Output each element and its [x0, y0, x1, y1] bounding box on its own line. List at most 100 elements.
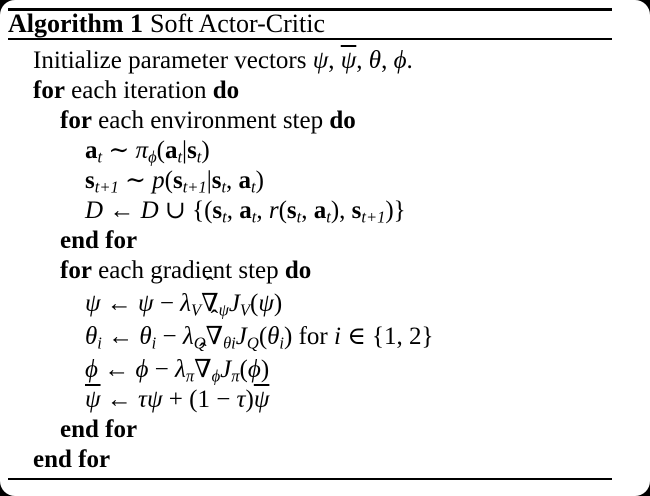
- subscript: t: [296, 207, 302, 227]
- keyword: end for: [33, 446, 111, 473]
- algo-line: for each iteration do: [8, 76, 642, 106]
- math-symbol: τ: [236, 386, 246, 413]
- text-run: ,: [301, 197, 314, 224]
- text-run: ∪ {(: [158, 197, 213, 224]
- subscript: t: [251, 207, 257, 227]
- algo-line: ψ ← τψ + (1 − τ)ψ: [8, 385, 642, 415]
- text-run: ): [255, 167, 264, 194]
- subscript: t: [222, 207, 227, 227]
- subscript: π: [231, 366, 240, 386]
- math-symbol: θ: [267, 323, 280, 350]
- text-run: each environment step: [91, 107, 330, 134]
- text-run: (: [250, 290, 259, 317]
- math-symbol: θ: [139, 323, 152, 350]
- math-symbol: a: [313, 197, 327, 224]
- subscript: t+1: [94, 177, 119, 197]
- math-symbol: λ: [182, 323, 194, 350]
- math-symbol: π: [135, 137, 149, 164]
- subscript: Q: [193, 333, 206, 353]
- text-run: + (1 −: [162, 386, 237, 413]
- math-symbol: s: [187, 137, 197, 164]
- text-run: ,: [381, 47, 394, 74]
- algo-line: st+1 ∼ p(st+1|st, at): [8, 166, 642, 197]
- nabla-hat: ˆ∇: [201, 274, 219, 322]
- text-run: ,: [356, 47, 369, 74]
- text-run: ←: [101, 323, 140, 350]
- math-symbol: a: [85, 137, 98, 164]
- subscript: ψ: [218, 300, 229, 320]
- text-run: ): [245, 386, 254, 413]
- math-symbol: ψ: [85, 386, 101, 413]
- text-run: ←: [100, 386, 139, 413]
- text-run: ,: [226, 167, 239, 194]
- bottom-rule: [8, 478, 612, 480]
- subscript: t: [177, 147, 183, 167]
- text-run: ) for: [284, 323, 334, 350]
- algo-line: at ∼ πϕ(at|st): [8, 136, 642, 167]
- nabla-hat: ˆ∇: [206, 307, 223, 355]
- math-symbol: λ: [180, 290, 191, 317]
- text-run: Initialize parameter vectors: [33, 47, 313, 74]
- hat-accent: ˆ: [210, 305, 219, 331]
- subscript: Q: [246, 333, 259, 353]
- math-symbol: ∇: [201, 290, 219, 317]
- text-run: ∈ {1, 2}: [340, 323, 434, 350]
- math-symbol: p: [152, 167, 165, 194]
- text-run: ): [260, 356, 270, 383]
- algo-line: for each gradient step do: [8, 256, 642, 286]
- subscript: t: [221, 177, 227, 197]
- text-run: ←: [100, 290, 139, 317]
- math-symbol: ψ: [253, 386, 270, 413]
- algo-line: end for: [8, 415, 642, 445]
- algo-line: D ← D ∪ {(st, at, r(st, at), st+1)}: [8, 196, 642, 227]
- math-symbol: λ: [175, 356, 186, 383]
- subscript: t: [326, 207, 331, 227]
- subscript: π: [185, 366, 195, 386]
- math-symbol: a: [164, 137, 178, 164]
- math-symbol: ψ: [340, 47, 357, 74]
- subscript: i: [151, 333, 157, 353]
- subscript: t+1: [361, 207, 386, 227]
- math-symbol: ψ: [138, 290, 154, 317]
- math-symbol: s: [351, 197, 362, 224]
- caption-divider-rule: [8, 38, 612, 40]
- math-symbol: ψ: [85, 290, 101, 317]
- text-run: ): [273, 290, 283, 317]
- text-run: ,: [256, 197, 269, 224]
- math-symbol: θ: [85, 323, 98, 350]
- hat-accent: ˆ: [206, 272, 214, 298]
- math-symbol: D: [140, 197, 159, 224]
- keyword: for: [60, 257, 92, 284]
- math-symbol: D: [85, 197, 104, 224]
- text-run: |: [206, 167, 212, 194]
- text-run: |: [182, 137, 188, 164]
- math-symbol: ϕ: [393, 47, 407, 74]
- text-run: (: [239, 356, 248, 383]
- math-symbol: θ: [368, 47, 382, 74]
- text-run: ): [201, 137, 210, 164]
- math-symbol: J: [220, 356, 232, 383]
- text-run: (: [258, 323, 268, 350]
- text-run: ,: [226, 197, 240, 224]
- text-run: −: [156, 323, 183, 350]
- math-symbol: r: [268, 197, 279, 224]
- text-run: −: [153, 290, 181, 317]
- text-run: (: [156, 137, 165, 164]
- keyword: end for: [60, 227, 138, 254]
- math-symbol: ϕ: [247, 356, 261, 383]
- subscript: t: [97, 147, 103, 167]
- algo-line: for each environment step do: [8, 106, 642, 136]
- math-symbol: ψ: [258, 290, 274, 317]
- algo-line: end for: [8, 445, 642, 475]
- math-symbol: ∇: [194, 356, 212, 383]
- math-symbol: J: [228, 290, 240, 317]
- math-symbol: ψ: [312, 47, 329, 74]
- text-run: each iteration: [64, 77, 213, 104]
- math-symbol: τψ: [138, 386, 163, 413]
- text-run: )}: [385, 197, 406, 224]
- keyword: do: [212, 77, 240, 104]
- keyword: end for: [60, 416, 138, 443]
